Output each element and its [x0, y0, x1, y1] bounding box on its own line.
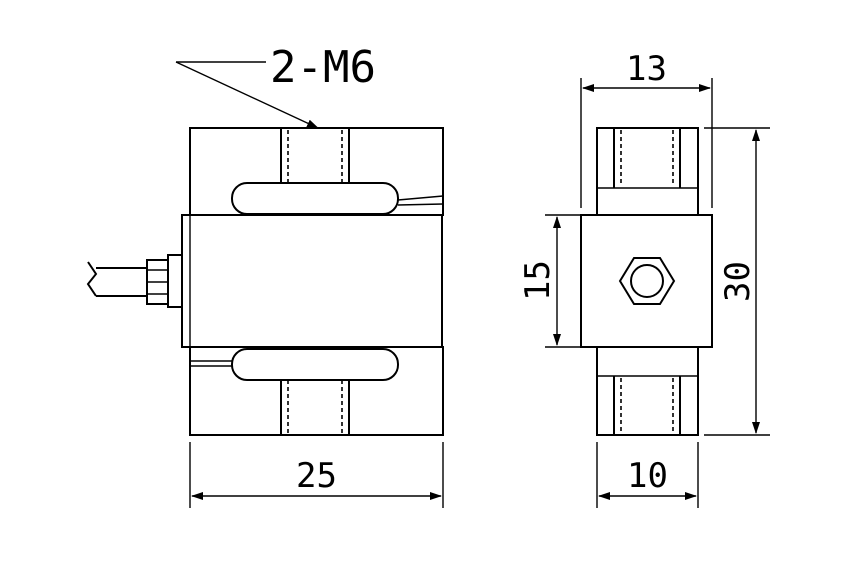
front-middle-body	[181, 214, 443, 348]
side-top-plate	[596, 127, 699, 216]
side-top-dimension	[580, 78, 713, 208]
front-upper-thread	[280, 128, 350, 183]
side-middle-body	[580, 214, 713, 348]
front-width-dimension	[189, 442, 444, 508]
front-upper-slot-gap	[397, 195, 444, 201]
side-center-height-label: 15	[518, 260, 558, 301]
side-lower-thread	[597, 375, 698, 435]
side-bottom-plate	[596, 346, 699, 436]
side-top-width-label: 13	[626, 49, 667, 89]
front-lower-slot	[231, 348, 399, 381]
side-center-height-dimension	[545, 214, 580, 348]
side-view: 13 10 15 30	[518, 49, 770, 508]
thread-callout-label: 2-M6	[270, 42, 376, 93]
hex-nut	[618, 257, 676, 305]
front-upper-slot	[231, 182, 399, 215]
cable	[86, 261, 147, 297]
front-width-label: 25	[296, 456, 337, 496]
side-total-height-dimension	[704, 127, 770, 436]
side-total-height-label: 30	[718, 261, 758, 302]
front-view: 2-M6 25	[86, 42, 444, 508]
side-bottom-dimension	[596, 442, 699, 508]
front-lower-thread	[280, 380, 350, 435]
thread-callout	[175, 61, 398, 129]
cable-connector	[146, 254, 183, 308]
side-bottom-width-label: 10	[627, 456, 668, 496]
hex-nut-bore	[630, 264, 664, 298]
side-upper-thread	[597, 128, 698, 189]
